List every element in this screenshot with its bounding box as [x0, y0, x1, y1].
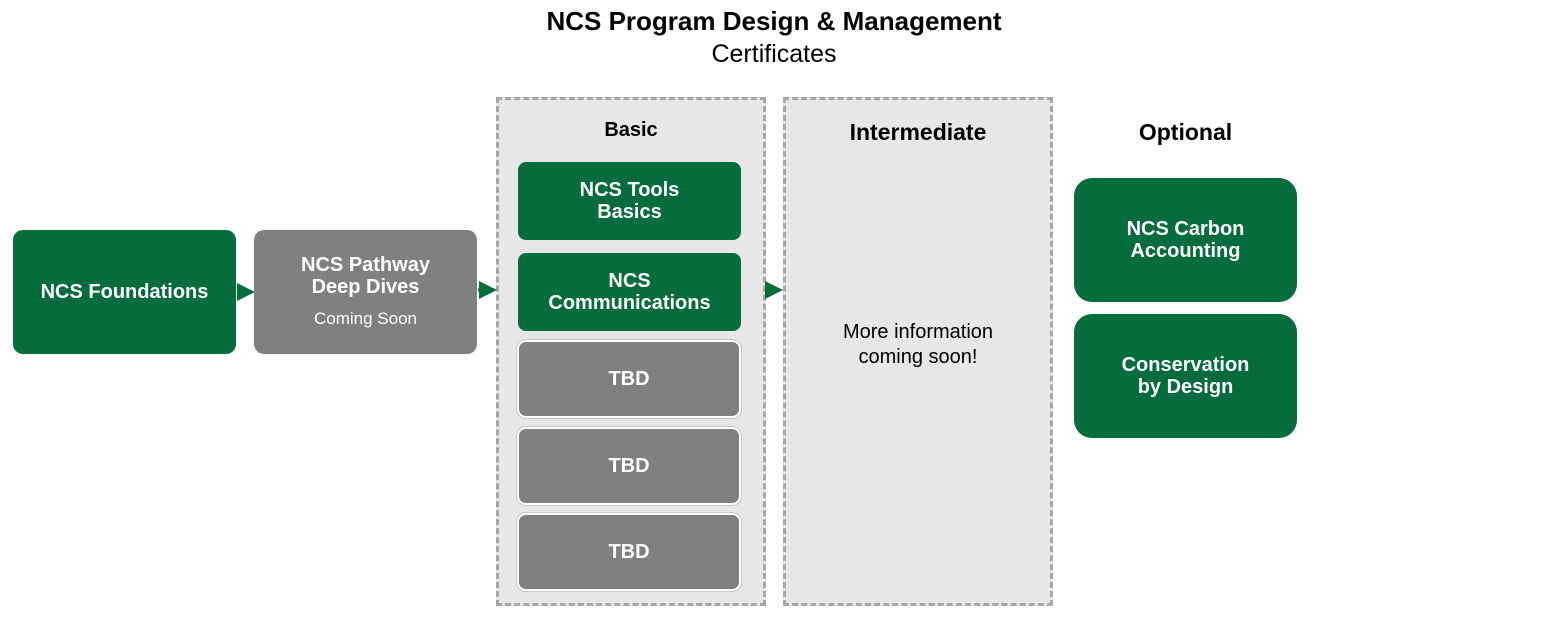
optional-item-conservation-by-design[interactable]: Conservation by Design	[1074, 314, 1297, 438]
optional-heading: Optional	[1138, 119, 1233, 145]
basic-item-label: TBD	[608, 541, 650, 563]
optional-item-label: NCS Carbon Accounting	[1126, 218, 1245, 262]
ncs-pathway-label: NCS Pathway Deep Dives	[301, 254, 430, 298]
optional-item-carbon-accounting[interactable]: NCS Carbon Accounting	[1074, 178, 1297, 302]
basic-heading: Basic	[604, 119, 658, 141]
basic-item-tbd-1[interactable]: TBD	[517, 340, 741, 418]
intermediate-panel	[783, 97, 1053, 606]
page-title: NCS Program Design & Management	[546, 6, 1002, 36]
page-subtitle: Certificates	[711, 40, 837, 68]
coming-soon-note: Coming Soon	[313, 309, 417, 328]
ncs-pathway-box[interactable]: NCS Pathway Deep Dives Coming Soon	[254, 230, 477, 354]
basic-item-tbd-3[interactable]: TBD	[517, 513, 741, 591]
basic-item-ncs-communications[interactable]: NCS Communications	[518, 253, 741, 331]
ncs-foundations-box[interactable]: NCS Foundations	[13, 230, 236, 354]
basic-item-label: TBD	[608, 455, 650, 477]
basic-item-label: NCS Tools Basics	[579, 179, 680, 223]
basic-item-tbd-2[interactable]: TBD	[517, 427, 741, 505]
intermediate-heading: Intermediate	[849, 119, 987, 145]
ncs-foundations-label: NCS Foundations	[40, 281, 209, 303]
basic-item-label: TBD	[608, 368, 650, 390]
basic-item-ncs-tools[interactable]: NCS Tools Basics	[518, 162, 741, 240]
basic-item-label: NCS Communications	[548, 270, 711, 314]
optional-item-label: Conservation by Design	[1121, 354, 1250, 398]
intermediate-info-text: More information coming soon!	[842, 321, 994, 368]
